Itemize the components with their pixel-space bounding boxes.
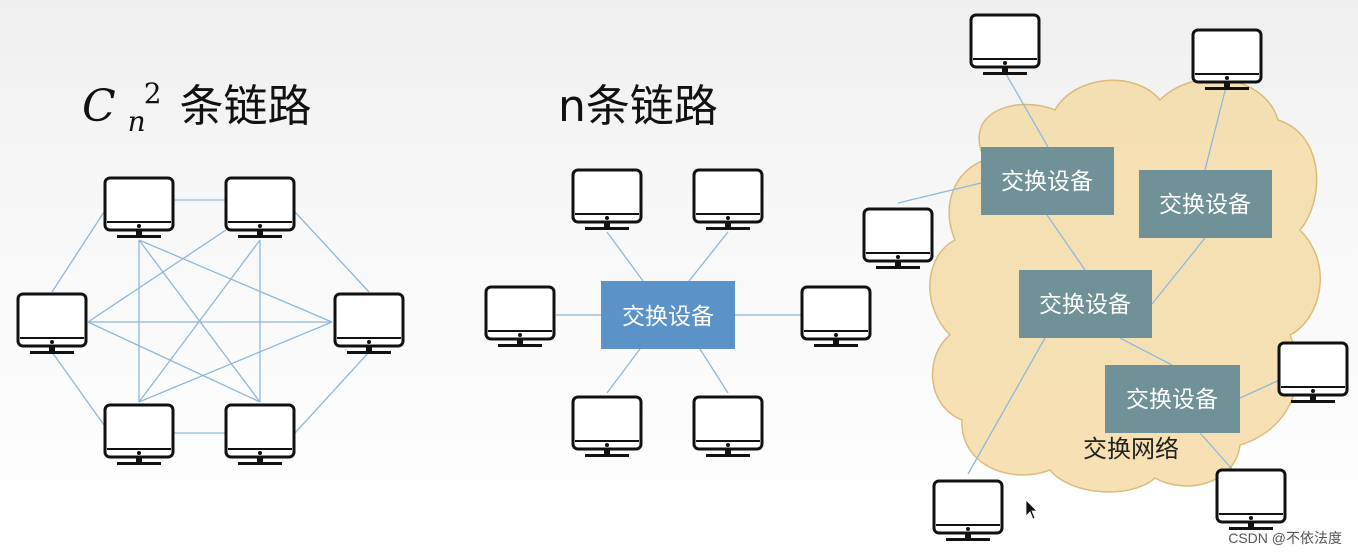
star-link-2: [688, 231, 729, 282]
star-title: n条链路: [558, 81, 718, 132]
network-link-4: [1046, 214, 1086, 271]
star-computer-5-icon: [571, 395, 643, 457]
watermark: CSDN @不依法度: [1228, 530, 1342, 546]
network-computer-3-icon: [862, 207, 934, 269]
net-switch-1-label: 交换设备: [1001, 169, 1093, 195]
mesh-title-text: 条链路: [180, 81, 312, 132]
network-computer-1-icon: [969, 13, 1041, 75]
mesh-link-1-4: [138, 239, 261, 403]
star-computers: [484, 168, 872, 457]
star-link-5: [606, 348, 641, 394]
net-switch-2-box: [1139, 170, 1272, 238]
star-switch-box: [601, 281, 735, 349]
mesh-title-subscript: n: [128, 105, 146, 138]
mesh-link-3-4: [138, 321, 333, 403]
star-computer-6-icon: [692, 395, 764, 457]
mesh-title: C n 2 条链路: [82, 63, 312, 142]
mesh-link-3-5: [294, 351, 370, 434]
mesh-computer-5-icon: [103, 403, 175, 465]
star-links: [556, 231, 801, 394]
net-switch-3: 交换设备: [1019, 270, 1152, 338]
network-link-1: [1005, 73, 1049, 148]
mesh-computer-2-icon: [224, 176, 296, 238]
network-computer-4-icon: [1277, 341, 1349, 403]
mouse-cursor-icon: [1025, 499, 1038, 520]
mesh-computer-3-icon: [16, 292, 88, 354]
mesh-title-symbol: C: [82, 81, 116, 132]
star-panel: n条链路 交换设备: [484, 81, 872, 457]
mesh-link-1-2: [87, 229, 227, 323]
network-label: 交换网络: [1083, 435, 1179, 463]
network-link-7: [1239, 377, 1285, 399]
star-computer-1-icon: [571, 168, 643, 230]
star-switch-label: 交换设备: [622, 304, 714, 330]
network-link-5: [1151, 237, 1206, 305]
mesh-link-0-2: [51, 211, 105, 293]
network-link-2: [1204, 86, 1227, 171]
mesh-computers: [16, 176, 405, 465]
mesh-link-2-5: [87, 321, 261, 403]
mesh-computer-4-icon: [333, 292, 405, 354]
net-switch-4-label: 交换设备: [1126, 387, 1218, 413]
network-panel: 交换设备 交换设备 交换设备 交换设备 交换网络: [862, 13, 1349, 541]
network-link-8: [967, 337, 1046, 475]
mesh-panel: C n 2 条链路: [16, 63, 405, 465]
mesh-links: [51, 199, 370, 434]
star-link-6: [699, 348, 729, 394]
network-links: [897, 73, 1285, 479]
net-switch-3-label: 交换设备: [1039, 292, 1131, 318]
mesh-link-1-3: [294, 211, 370, 293]
star-switch: 交换设备: [601, 281, 735, 349]
network-computer-6-icon: [1215, 468, 1287, 530]
mesh-title-superscript: 2: [144, 77, 162, 110]
network-computer-5-icon: [932, 479, 1004, 541]
star-computer-2-icon: [692, 168, 764, 230]
net-switch-3-box: [1019, 270, 1152, 338]
mesh-computer-6-icon: [224, 403, 296, 465]
net-switch-4: 交换设备: [1105, 365, 1240, 433]
mesh-link-2-4: [51, 351, 105, 426]
mesh-link-0-3: [138, 239, 333, 323]
mesh-computer-1-icon: [103, 176, 175, 238]
star-computer-4-icon: [800, 285, 872, 347]
star-link-1: [606, 231, 644, 282]
net-switch-1: 交换设备: [981, 147, 1114, 215]
net-switch-1-box: [981, 147, 1114, 215]
network-computer-2-icon: [1191, 28, 1263, 90]
net-switch-4-box: [1105, 365, 1240, 433]
network-computers: [862, 13, 1349, 541]
net-switch-2: 交换设备: [1139, 170, 1272, 238]
star-computer-3-icon: [484, 285, 556, 347]
network-link-6: [1119, 337, 1173, 366]
net-switch-2-label: 交换设备: [1159, 192, 1251, 218]
network-link-3: [897, 182, 982, 204]
